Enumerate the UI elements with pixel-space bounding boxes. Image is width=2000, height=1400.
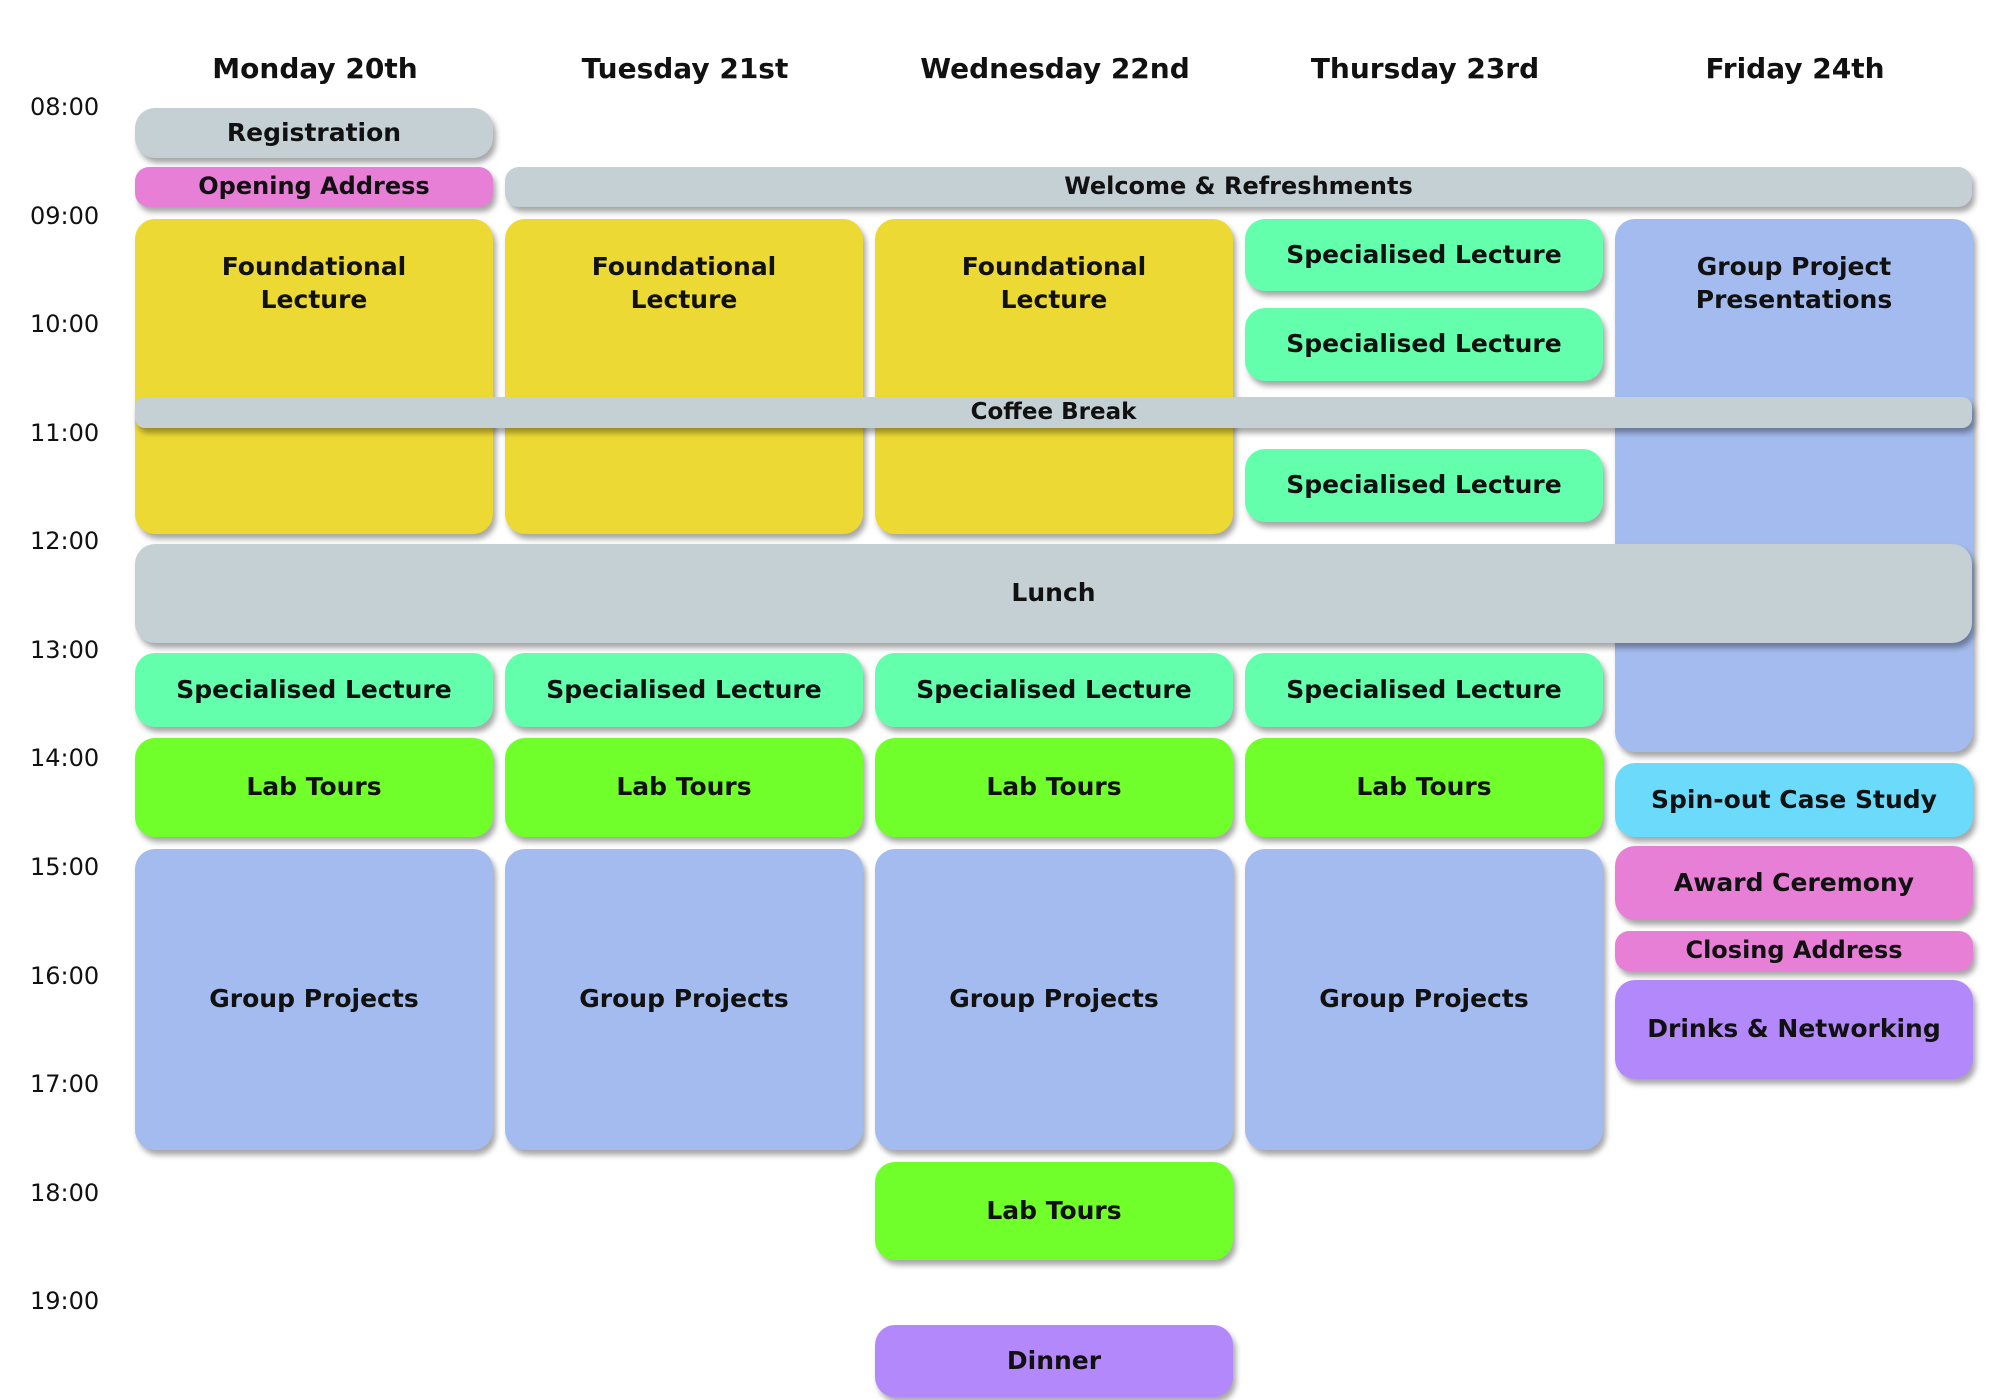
- event-closing-address-friday[interactable]: Closing Address: [1615, 931, 1973, 971]
- event-specialised-lecture-thursday-3[interactable]: Specialised Lecture: [1245, 449, 1603, 522]
- event-registration-monday[interactable]: Registration: [135, 108, 493, 158]
- event-label: Registration: [226, 117, 402, 147]
- event-specialised-lecture-monday-pm[interactable]: Specialised Lecture: [135, 653, 493, 727]
- event-label: Foundational Lecture: [591, 252, 777, 314]
- time-label-1000: 10:00: [30, 310, 100, 338]
- event-label: Group Projects: [1319, 984, 1529, 1014]
- day-header-wednesday: Wednesday 22nd: [920, 51, 1190, 85]
- event-label: Spin-out Case Study: [1651, 784, 1937, 814]
- event-label: Award Ceremony: [1673, 867, 1915, 897]
- event-group-projects-monday[interactable]: Group Projects: [135, 849, 493, 1150]
- event-label: Coffee Break: [970, 398, 1137, 425]
- event-coffee-break[interactable]: Coffee Break: [135, 397, 1972, 428]
- event-lab-tours-wednesday[interactable]: Lab Tours: [875, 738, 1233, 837]
- event-specialised-lecture-thursday-2[interactable]: Specialised Lecture: [1245, 308, 1603, 381]
- time-label-1800: 18:00: [30, 1179, 100, 1207]
- event-label: Opening Address: [198, 172, 430, 201]
- event-label: Group Projects: [579, 984, 789, 1014]
- day-header-thursday: Thursday 23rd: [1310, 51, 1540, 85]
- event-label: Closing Address: [1685, 936, 1903, 965]
- event-lab-tours-thursday[interactable]: Lab Tours: [1245, 738, 1603, 837]
- event-spinout-case-study-friday[interactable]: Spin-out Case Study: [1615, 763, 1973, 837]
- event-foundational-lecture-wednesday[interactable]: Foundational Lecture: [875, 219, 1233, 534]
- event-drinks-networking-friday[interactable]: Drinks & Networking: [1615, 980, 1973, 1079]
- time-label-1100: 11:00: [30, 419, 100, 447]
- event-lab-tours-tuesday[interactable]: Lab Tours: [505, 738, 863, 837]
- event-specialised-lecture-wednesday-pm[interactable]: Specialised Lecture: [875, 653, 1233, 727]
- event-specialised-lecture-thursday-1[interactable]: Specialised Lecture: [1245, 219, 1603, 291]
- event-lab-tours-wednesday-evening[interactable]: Lab Tours: [875, 1162, 1233, 1260]
- day-header-tuesday: Tuesday 21st: [581, 51, 789, 85]
- event-label: Group Projects: [949, 984, 1159, 1014]
- time-label-0800: 08:00: [30, 93, 100, 121]
- event-group-project-presentations-friday[interactable]: Group Project Presentations: [1615, 219, 1973, 752]
- event-label: Group Projects: [209, 984, 419, 1014]
- event-label: Specialised Lecture: [546, 674, 822, 704]
- event-label: Welcome & Refreshments: [1064, 172, 1413, 201]
- time-label-1400: 14:00: [30, 744, 100, 772]
- event-label: Specialised Lecture: [1286, 239, 1562, 269]
- day-header-friday: Friday 24th: [1705, 51, 1885, 85]
- event-label: Lab Tours: [986, 772, 1122, 802]
- event-specialised-lecture-thursday-pm[interactable]: Specialised Lecture: [1245, 653, 1603, 727]
- event-group-projects-wednesday[interactable]: Group Projects: [875, 849, 1233, 1150]
- event-label: Dinner: [1006, 1345, 1102, 1375]
- time-label-1900: 19:00: [30, 1287, 100, 1315]
- event-label: Lab Tours: [246, 772, 382, 802]
- time-label-1300: 13:00: [30, 636, 100, 664]
- event-label: Specialised Lecture: [1286, 674, 1562, 704]
- event-label: Specialised Lecture: [1286, 470, 1562, 500]
- event-label: Foundational Lecture: [221, 252, 407, 314]
- time-label-0900: 09:00: [30, 202, 100, 230]
- day-header-monday: Monday 20th: [212, 51, 418, 85]
- event-welcome-refreshments[interactable]: Welcome & Refreshments: [505, 167, 1972, 207]
- event-group-projects-tuesday[interactable]: Group Projects: [505, 849, 863, 1150]
- event-opening-address-monday[interactable]: Opening Address: [135, 167, 493, 207]
- event-award-ceremony-friday[interactable]: Award Ceremony: [1615, 846, 1973, 920]
- event-label: Lab Tours: [1356, 772, 1492, 802]
- time-label-1600: 16:00: [30, 962, 100, 990]
- event-label: Specialised Lecture: [176, 674, 452, 704]
- event-dinner-wednesday[interactable]: Dinner: [875, 1325, 1233, 1397]
- event-label: Specialised Lecture: [916, 674, 1192, 704]
- event-lunch[interactable]: Lunch: [135, 544, 1972, 643]
- event-label: Lab Tours: [986, 1195, 1122, 1225]
- event-specialised-lecture-tuesday-pm[interactable]: Specialised Lecture: [505, 653, 863, 727]
- event-label: Lunch: [1011, 578, 1096, 608]
- time-label-1500: 15:00: [30, 853, 100, 881]
- event-foundational-lecture-tuesday[interactable]: Foundational Lecture: [505, 219, 863, 534]
- event-label: Foundational Lecture: [961, 252, 1147, 314]
- event-label: Drinks & Networking: [1647, 1014, 1941, 1044]
- event-label: Lab Tours: [616, 772, 752, 802]
- event-lab-tours-monday[interactable]: Lab Tours: [135, 738, 493, 837]
- time-label-1200: 12:00: [30, 527, 100, 555]
- event-group-projects-thursday[interactable]: Group Projects: [1245, 849, 1603, 1150]
- time-label-1700: 17:00: [30, 1070, 100, 1098]
- event-label: Specialised Lecture: [1286, 329, 1562, 359]
- event-foundational-lecture-monday[interactable]: Foundational Lecture: [135, 219, 493, 534]
- event-label: Group Project Presentations: [1695, 252, 1893, 314]
